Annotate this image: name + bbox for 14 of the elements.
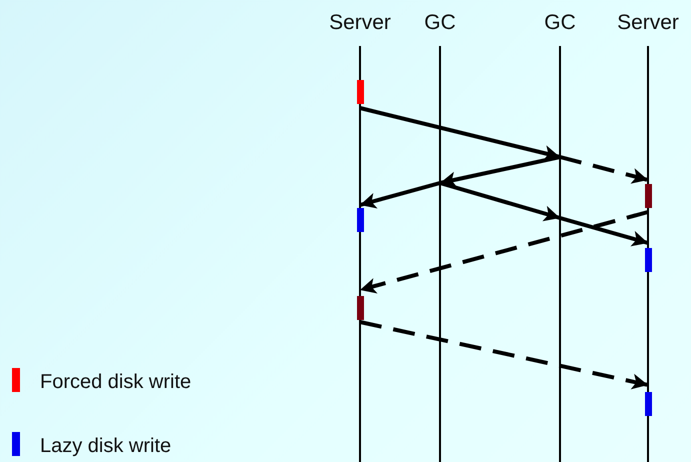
message-arrow (360, 106, 560, 161)
message-arrow (439, 181, 561, 222)
message-arrow (559, 216, 649, 246)
participant-label: Server (328, 10, 392, 36)
legend-label: Lazy disk write (40, 434, 172, 458)
legend-label: Forced disk write (40, 370, 192, 394)
participant-label: GC (543, 10, 577, 36)
participant-label: Server (616, 10, 680, 36)
message-arrow (359, 181, 441, 208)
message-arrow (359, 210, 649, 294)
message-arrow (440, 155, 560, 188)
message-arrow (360, 320, 648, 390)
message-arrow (560, 155, 648, 184)
participant-label: GC (423, 10, 457, 36)
